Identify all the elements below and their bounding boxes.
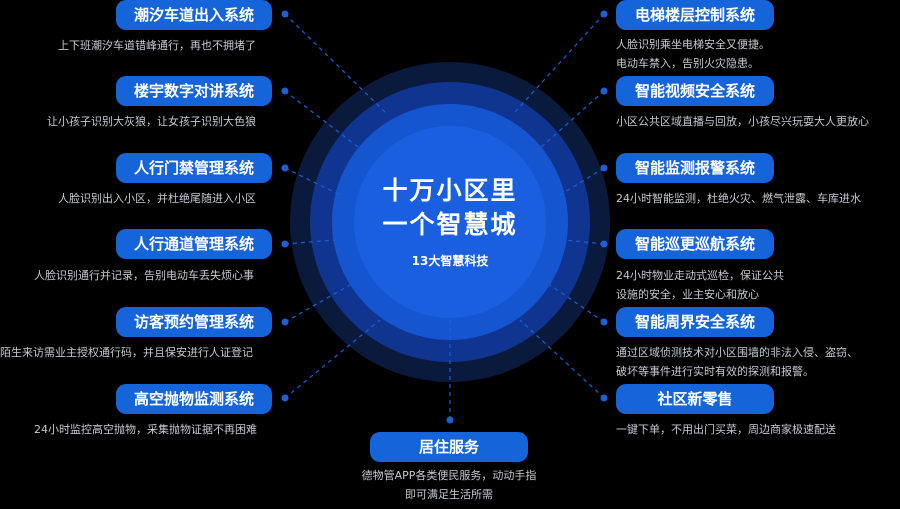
core-circle — [354, 126, 546, 318]
pill-new-retail: 社区新零售 — [616, 384, 774, 414]
dot-right-3 — [600, 164, 608, 172]
pill-perimeter: 智能周界安全系统 — [616, 307, 774, 337]
desc-high-altitude: 24小时监控高空抛物，采集抛物证据不再困难 — [34, 423, 257, 436]
dot-left-1 — [281, 10, 289, 18]
pill-high-altitude: 高空抛物监测系统 — [116, 384, 272, 414]
connector-right-3 — [559, 167, 605, 196]
center-title-line2: 一个智慧城 — [382, 210, 518, 239]
dot-right-1 — [600, 10, 608, 18]
pill-visitor-booking: 访客预约管理系统 — [116, 307, 272, 337]
connector-right-5 — [549, 284, 605, 323]
pill-elevator-control: 电梯楼层控制系统 — [616, 0, 774, 30]
desc-patrol-1: 24小时物业走动式巡检，保证公共 — [616, 269, 784, 282]
pill-patrol: 智能巡更巡航系统 — [616, 229, 774, 259]
desc-living-service-2: 即可满足生活所需 — [405, 488, 493, 501]
desc-pedestrian-passage: 人脸识别通行并记录，告别电动车丢失烦心事 — [34, 269, 254, 282]
desc-building-intercom: 让小孩子识别大灰狼，让女孩子识别大色狼 — [47, 115, 256, 128]
dot-right-6 — [600, 394, 608, 402]
pill-building-intercom: 楼宇数字对讲系统 — [116, 76, 272, 106]
desc-visitor-booking: 陌生来访需业主授权通行码，并且保安进行人证登记 — [0, 346, 253, 359]
connector-right-4 — [564, 239, 605, 245]
pill-pedestrian-access: 人行门禁管理系统 — [116, 153, 272, 183]
dot-right-5 — [600, 318, 608, 326]
dot-right-2 — [600, 87, 608, 95]
desc-patrol-2: 设施的安全，业主安心和放心 — [616, 288, 759, 301]
connector-right-2 — [537, 90, 605, 151]
pill-monitor-alarm: 智能监测报警系统 — [616, 153, 774, 183]
center-title-line1: 十万小区里 — [382, 176, 518, 205]
desc-pedestrian-access: 人脸识别出入小区，并杜绝尾随进入小区 — [58, 192, 256, 205]
dot-left-4 — [281, 240, 289, 248]
desc-monitor-alarm: 24小时智能监测，杜绝火灾、燃气泄露、车库进水 — [616, 192, 861, 205]
connector-left-3 — [284, 167, 341, 196]
connector-left-6 — [284, 319, 381, 399]
dot-left-6 — [281, 394, 289, 402]
connector-left-2 — [284, 90, 363, 151]
pill-tidal-lane: 潮汐车道出入系统 — [116, 0, 272, 30]
pill-living-service: 居住服务 — [370, 432, 528, 462]
desc-video-security: 小区公共区域直播与回放，小孩尽兴玩耍大人更放心 — [616, 115, 869, 128]
desc-new-retail: 一键下单，不用出门买菜，周边商家极速配送 — [616, 423, 836, 436]
desc-perimeter-2: 破坏等事件进行实时有效的探测和报警。 — [616, 365, 814, 378]
desc-elevator-control-2: 电动车禁入，告别火灾隐患。 — [616, 57, 759, 70]
dot-left-3 — [281, 164, 289, 172]
connector-left-4 — [284, 239, 336, 245]
center-subtitle: 13大智慧科技 — [411, 254, 489, 268]
desc-living-service-1: 德物管APP各类便民服务，动动手指 — [361, 469, 537, 482]
pill-video-security: 智能视频安全系统 — [616, 76, 774, 106]
desc-tidal-lane: 上下班潮汐车道错峰通行，再也不拥堵了 — [58, 39, 256, 52]
desc-elevator-control-1: 人脸识别乘坐电梯安全又便捷。 — [616, 38, 770, 51]
dot-left-5 — [281, 318, 289, 326]
desc-perimeter-1: 通过区域侦测技术对小区围墙的非法入侵、盗窃、 — [616, 346, 858, 359]
pill-pedestrian-passage: 人行通道管理系统 — [116, 229, 272, 259]
dot-right-4 — [600, 240, 608, 248]
connector-right-6 — [519, 319, 605, 399]
dot-left-2 — [281, 87, 289, 95]
dot-bottom — [446, 416, 454, 424]
connector-right-1 — [514, 13, 605, 113]
